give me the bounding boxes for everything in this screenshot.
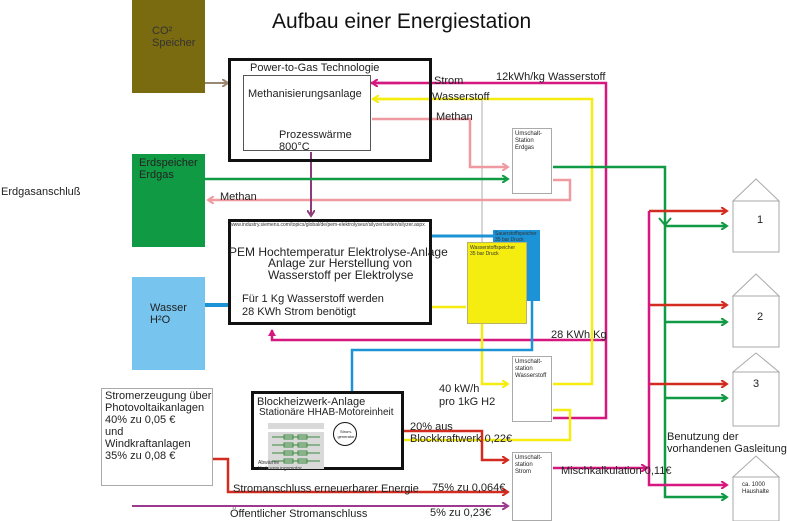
power-generation-box (101, 388, 213, 486)
switch-h2-label-3: Wasserstoff (515, 373, 547, 379)
h2-tank-line (480, 324, 508, 384)
house-1 (732, 178, 780, 253)
ptg-title: Power-to-Gas Technologie (250, 62, 380, 74)
erdspeicher-box: Erdspeicher Erdgas (132, 154, 205, 247)
page-title: Aufbau einer Energiestation (272, 10, 532, 33)
kwh-40-label: 40 kW/h (439, 383, 480, 395)
power-gen-line1: Stromerzeugung über (105, 390, 212, 402)
heat-temp-label: 800°C (279, 141, 310, 153)
power-gen-line4: und (105, 426, 124, 438)
engine-pistons-icon (272, 434, 320, 464)
mix-label: Mischkalkulation 0,11€ (561, 465, 672, 477)
power-gen-line5: Windkraftanlagen (105, 438, 191, 450)
methan-return-line (208, 178, 572, 200)
strom-label: Strom (434, 75, 464, 87)
switch-gas-label-3: Erdgas (515, 145, 535, 151)
engine-bar (268, 423, 324, 429)
bhkw-power-line (383, 429, 508, 460)
strom-flow-line (370, 81, 608, 420)
methan-left-label: Methan (220, 191, 257, 203)
bhkw-share-label-2: Blockkraftwerk 0,22€ (410, 433, 513, 445)
co2-label: CO² (152, 25, 173, 37)
electrolysis-title: PEM Hochtemperatur Elektrolyse-Anlage (229, 245, 448, 259)
renewable-label: Stromanschluss erneuerbarer Energie (233, 483, 419, 495)
renewable-share-label: 75% zu 0,064€ (432, 482, 506, 494)
power-gen-line2: Photovoltaikanlagen (105, 402, 205, 414)
erdgas-connection-label: Erdgasanschluß (1, 186, 81, 198)
public-power-label: Öffentlicher Stromanschluss (230, 508, 368, 520)
wasserstoff-label: Wasserstoff (432, 91, 490, 103)
switch-gas-label: Umschalt- (515, 131, 543, 137)
house-4 (732, 455, 780, 521)
house-3 (732, 352, 780, 427)
switch-station-hydrogen: Umschalt- station Wasserstoff (512, 356, 552, 422)
switch-h2-label: Umschalt- (515, 359, 543, 365)
h2-flow-line (372, 97, 594, 386)
erdspeicher-label: Erdspeicher (139, 157, 198, 169)
electrolysis-note2: 28 KWh Strom benötigt (242, 306, 356, 318)
hydrogen-tank-label: Wasserstoffspeicher (470, 245, 516, 251)
engine-label: Abwärme (258, 460, 280, 466)
heat-label: Prozesswärme (279, 129, 352, 141)
strom-electrolysis-line (268, 329, 606, 342)
switch-h2-label-2: station (515, 366, 533, 372)
switch-power-label-3: Strom (515, 469, 532, 475)
house-2-label: 2 (757, 311, 764, 323)
electrolysis-sub2: Wasserstoff per Elektrolyse (268, 268, 414, 282)
kwh-28-label: 28 KWh Kg (551, 329, 607, 341)
power-to-gas-box (228, 58, 432, 162)
wasser-label-2: H²O (150, 314, 171, 326)
chp-subtitle: Stationäre HHAB-Motoreinheit (259, 407, 394, 418)
public-share-label: 5% zu 0,23€ (430, 507, 492, 519)
power-gen-line3: 40% zu 0,05 € (105, 414, 176, 426)
methan-label: Methan (436, 111, 473, 123)
chp-title: Blockheizwerk-Anlage (257, 396, 366, 408)
electrolysis-note1: Für 1 Kg Wasserstoff werden (242, 293, 384, 305)
house-3-label: 3 (753, 378, 760, 390)
methan-flow-line (372, 117, 508, 167)
hydrogen-tank: Wasserstoffspeicher 35 bar Druck (467, 242, 527, 324)
electrolysis-box (228, 219, 432, 325)
switch-gas-label-2: Station (515, 138, 534, 144)
co2-storage: CO² Speicher (132, 0, 205, 93)
kwh-40-label-2: pro 1kG H2 (439, 396, 496, 408)
switch-station-gas: Umschalt- Station Erdgas (512, 128, 552, 194)
oxygen-tank-label: Sauerstoffspeicher (495, 231, 537, 237)
bhkw-share-label: 20% aus (410, 421, 453, 433)
electrolysis-sub1: Anlage zur Herstellung von (268, 256, 413, 270)
house-4-label: ca. 1000 Haushalte (742, 482, 770, 495)
renewable-line (213, 457, 508, 492)
generator-icon: Strom-generator (333, 422, 357, 446)
switch-power-label-2: station (515, 462, 533, 468)
wasser-label: Wasser (150, 302, 187, 314)
engine-image (268, 432, 324, 469)
gas-line-label: Benutzung der (667, 431, 739, 443)
switch-station-power: Umschalt- station Strom (512, 452, 552, 521)
hydrogen-tank-label-2: 35 bar Druck (470, 251, 499, 257)
methanisierung-label: Methanisierungsanlage (248, 88, 362, 100)
power-gen-line6: 35% zu 0,08 € (105, 450, 176, 462)
engine-label-2: Verbrennungsmotor (258, 466, 302, 472)
house-2 (732, 273, 780, 348)
co2-label-2: Speicher (152, 37, 196, 49)
oxygen-tank-label-2: 35 bar Druck (495, 237, 524, 243)
erdgas-out-line (553, 165, 727, 497)
methanisierung-box (243, 75, 371, 151)
gas-line-label-2: vorhandenen Gasleitung (667, 443, 787, 455)
wasser-box: Wasser H²O (132, 277, 205, 370)
kwh-per-kg-label: 12kWh/kg Wasserstoff (496, 71, 606, 83)
switch-power-label: Umschalt- (515, 455, 543, 461)
electrolysis-url[interactable]: www.industry.siemens.com/topics/global/d… (230, 222, 425, 228)
house-1-label: 1 (757, 214, 764, 226)
erdspeicher-label-2: Erdgas (139, 169, 174, 181)
generator-label: Strom-generator (337, 429, 355, 439)
mix-trunk-line (647, 211, 727, 485)
